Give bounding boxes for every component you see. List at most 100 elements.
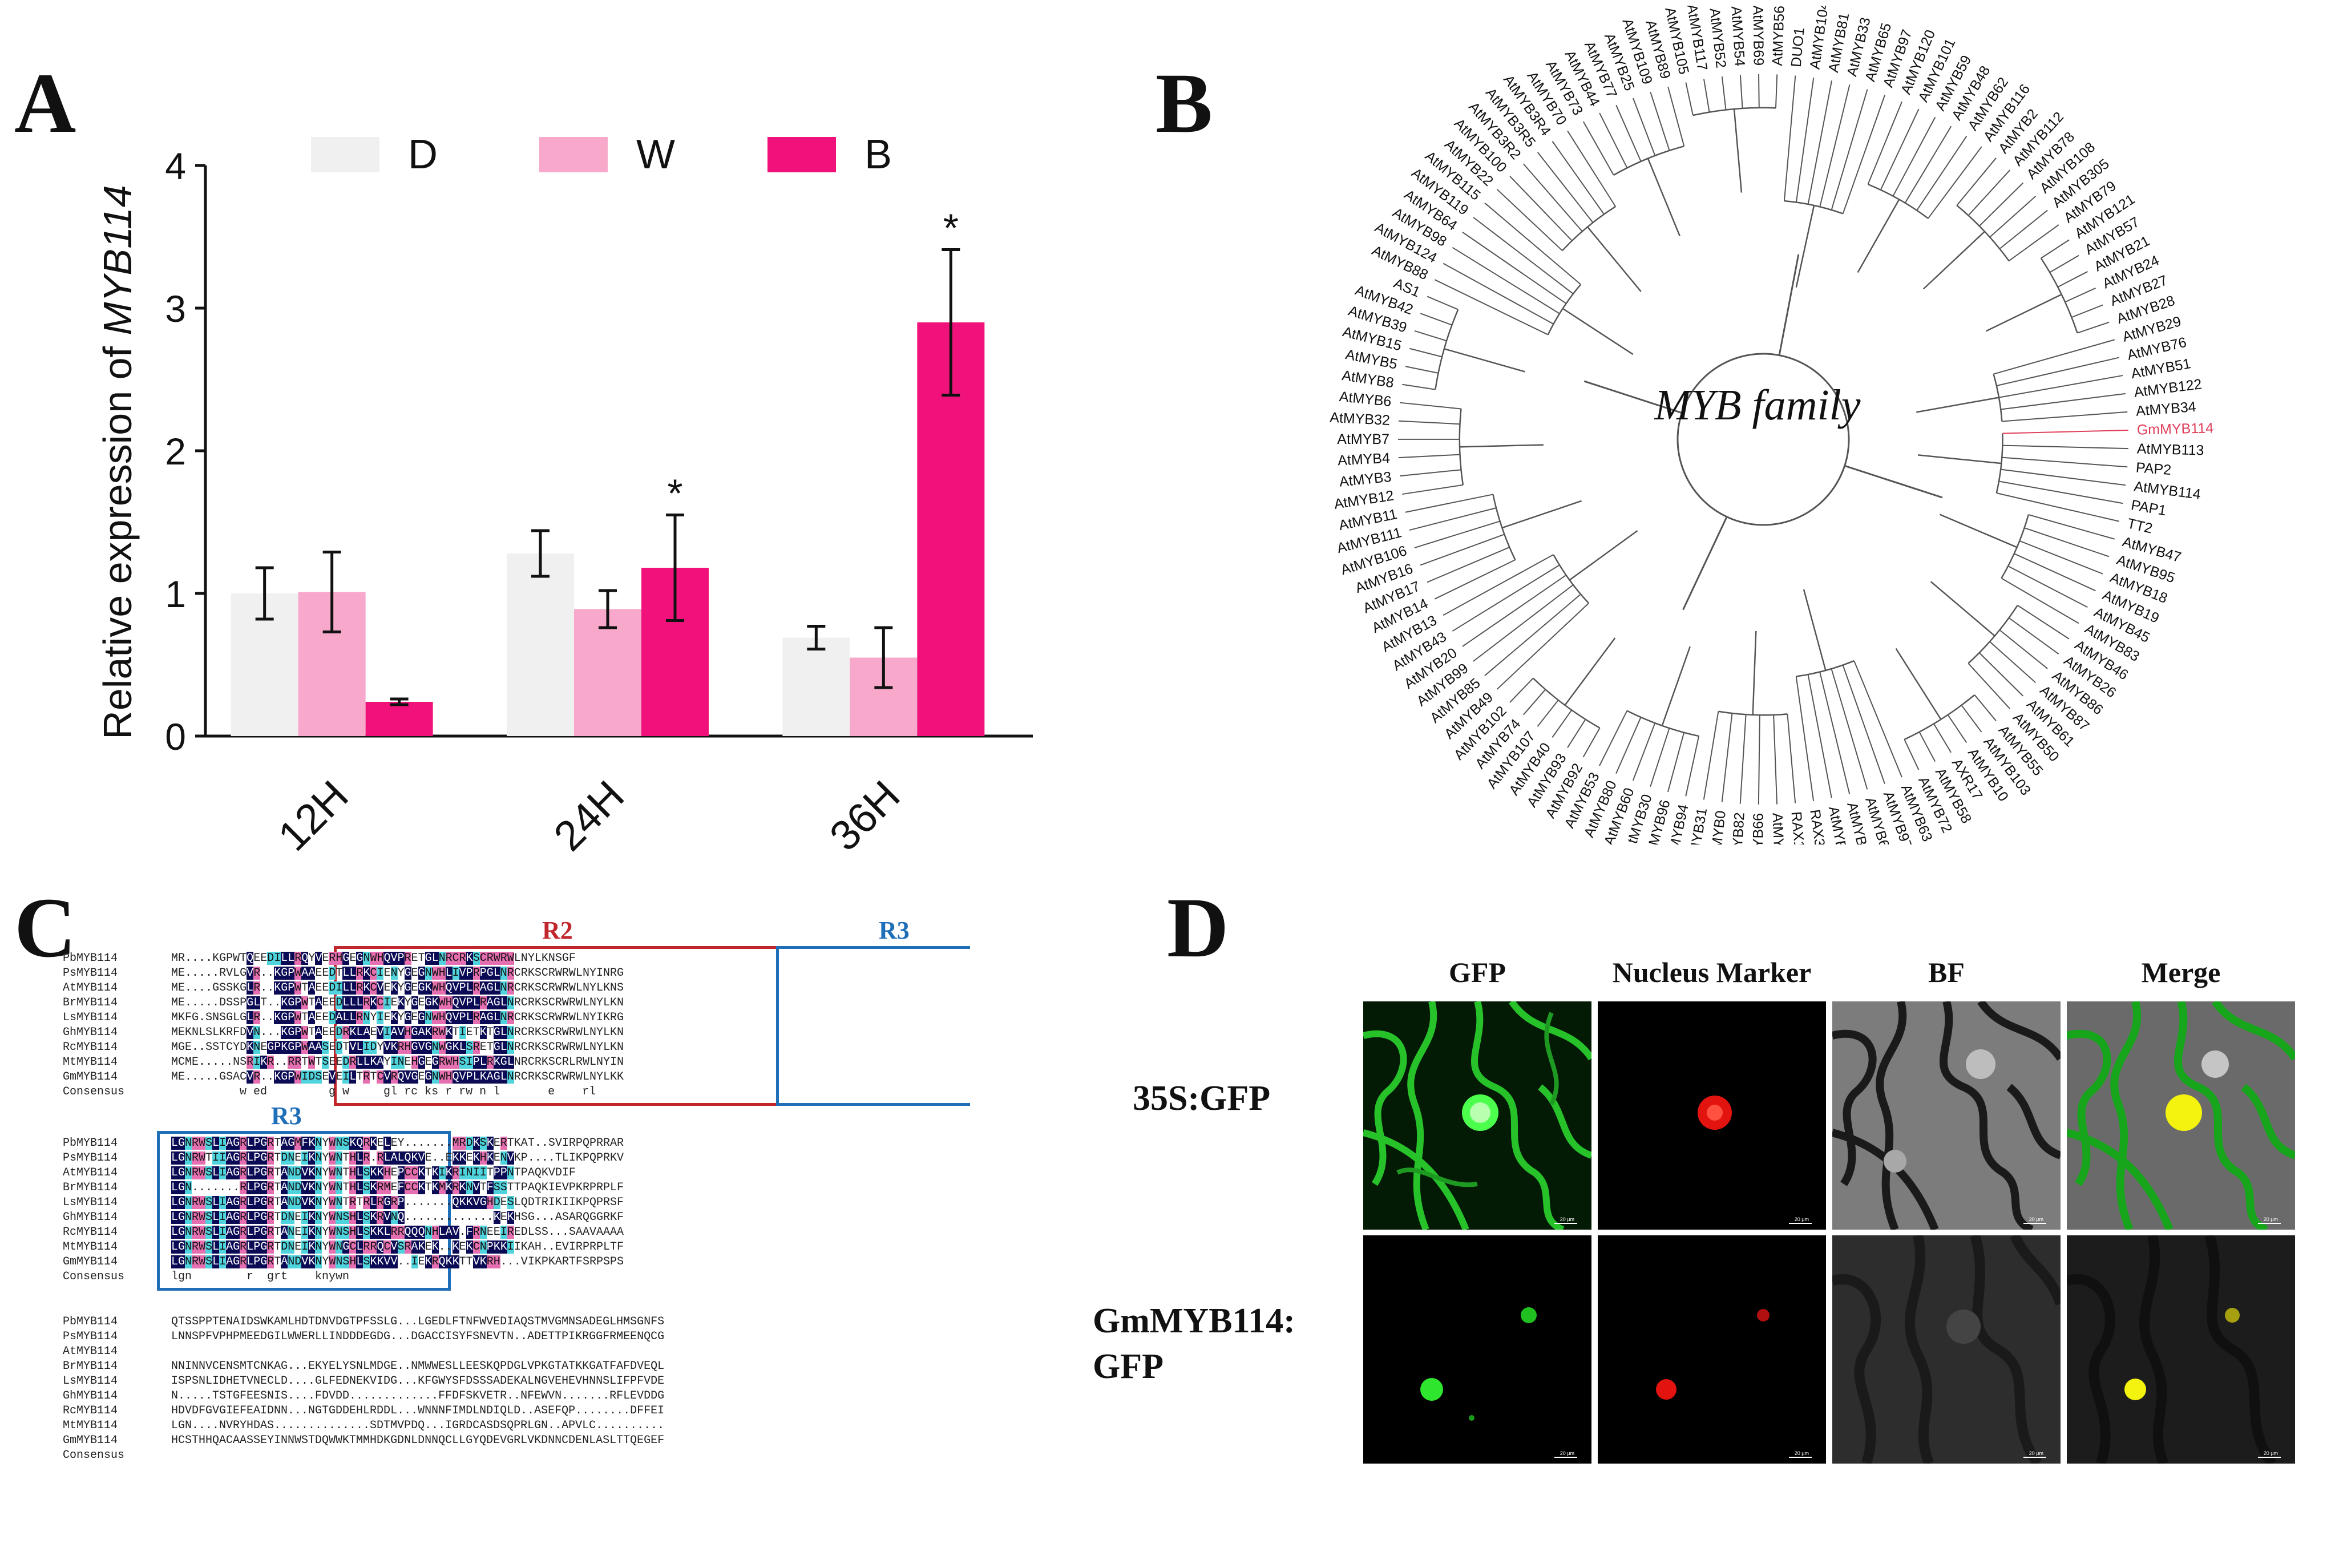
residue: . — [185, 981, 192, 995]
sequence-name: LsMYB114 — [63, 1011, 118, 1024]
residue: H — [431, 1226, 439, 1239]
leaf-branch — [1989, 196, 2037, 238]
leaf-branch — [1398, 454, 1460, 459]
residue: R — [568, 1041, 576, 1054]
residue: T — [486, 1041, 494, 1054]
sequence-name: RcMYB114 — [63, 1226, 118, 1239]
clade-stem — [1647, 158, 1680, 237]
residue: Y — [603, 1056, 610, 1069]
residue: V — [247, 1070, 254, 1084]
residue: E — [445, 1151, 453, 1165]
residue: K — [390, 1041, 398, 1054]
residue: R — [520, 1056, 528, 1069]
residue: G — [500, 1056, 507, 1069]
residue: S — [363, 1166, 370, 1179]
residue: L — [199, 1026, 206, 1039]
residue: L — [247, 1181, 254, 1194]
sequence-name: PsMYB114 — [63, 1330, 118, 1343]
residue: K — [459, 1196, 466, 1209]
residue: R — [363, 1070, 370, 1084]
residue: K — [486, 1151, 494, 1165]
leaf-label: AtMYB6 — [1339, 389, 1392, 410]
y-axis-label-gene: MYB114 — [95, 185, 140, 335]
residue: L — [247, 1255, 254, 1268]
residue: R — [240, 1240, 247, 1254]
residue: N — [589, 1026, 596, 1039]
residue: R — [247, 1056, 254, 1069]
residue: A — [610, 1137, 617, 1150]
residue: V — [548, 1166, 555, 1179]
residue: P — [294, 1041, 302, 1054]
residue: . — [226, 1056, 233, 1069]
residue: G — [233, 1166, 240, 1179]
residue: K — [178, 1011, 185, 1024]
residue: N — [617, 996, 624, 1009]
residue: W — [438, 1041, 446, 1054]
residue: . — [212, 967, 220, 980]
panel-b-phylogenetic-tree: GmMYB114AtMYB113PAP2AtMYB114PAP1TT2AtMYB… — [1330, 6, 2214, 844]
major-branch — [1844, 464, 1943, 499]
residue: R — [507, 1011, 514, 1024]
legend-label-B: B — [864, 132, 892, 177]
residue: R — [240, 1181, 247, 1194]
residue: R — [356, 981, 363, 995]
residue: M — [171, 1041, 179, 1054]
bar-D-24H — [507, 553, 574, 736]
residue: R — [349, 1196, 357, 1209]
residue: R — [363, 1240, 370, 1254]
residue: E — [294, 1211, 302, 1224]
residue: V — [329, 1070, 336, 1084]
residue: I — [219, 1211, 227, 1224]
residue: T — [240, 952, 247, 965]
leaf-label: AtMYB66 — [1750, 813, 1766, 844]
sequence-b3-row: LNNSPFVPHPMEEDGILWWERLLINDDDEGDG...DGACC… — [171, 1330, 665, 1343]
residue: W — [308, 1056, 316, 1069]
residue: S — [568, 1226, 576, 1239]
residue: T — [466, 1255, 473, 1268]
residue: W — [561, 1041, 569, 1054]
residue: Y — [589, 1011, 596, 1024]
residue: . — [548, 1226, 555, 1239]
residue: S — [534, 1226, 542, 1239]
residue: E — [383, 981, 391, 995]
residue: K — [520, 1240, 528, 1254]
residue: G — [418, 967, 425, 980]
residue: Y — [596, 1070, 603, 1084]
residue: P — [582, 1240, 589, 1254]
residue: L — [349, 1011, 357, 1024]
sequence-b3-row: NNINNVCENSMTCNKAG...EKYELYSNLMDGE..NMWWE… — [171, 1360, 665, 1373]
residue: V — [561, 1240, 569, 1254]
residue: R — [240, 1226, 247, 1239]
residue: T — [274, 1137, 281, 1150]
residue: . — [267, 996, 274, 1009]
residue: R — [363, 996, 370, 1009]
residue: G — [288, 1041, 295, 1054]
residue: L — [527, 1226, 535, 1239]
residue: L — [356, 1166, 363, 1179]
residue: R — [226, 1026, 233, 1039]
residue: I — [219, 1137, 227, 1150]
leaf-branch — [1414, 520, 1500, 548]
major-branch — [1778, 254, 1800, 355]
residue: . — [267, 967, 274, 980]
residue: . — [431, 1137, 439, 1150]
sequence-name: GhMYB114 — [63, 1026, 118, 1039]
residue: E — [322, 952, 329, 965]
leaf-branch — [1703, 79, 1710, 112]
residue: Q — [589, 1151, 596, 1165]
leaf-branch — [1842, 95, 1886, 214]
y-tick-label: 2 — [165, 430, 186, 472]
residue: A — [479, 981, 487, 995]
residue: S — [205, 1041, 213, 1054]
legend-swatch-W — [539, 137, 608, 172]
residue: . — [459, 1226, 466, 1239]
leaf-branch — [1509, 176, 1573, 241]
leaf-branch — [1842, 665, 1885, 784]
residue: T — [472, 1026, 480, 1039]
residue: C — [349, 1240, 357, 1254]
residue: R — [253, 967, 261, 980]
residue: F — [575, 1255, 583, 1268]
clade-stem — [1986, 293, 2062, 332]
residue: N — [548, 952, 555, 965]
residue: I — [411, 1255, 418, 1268]
